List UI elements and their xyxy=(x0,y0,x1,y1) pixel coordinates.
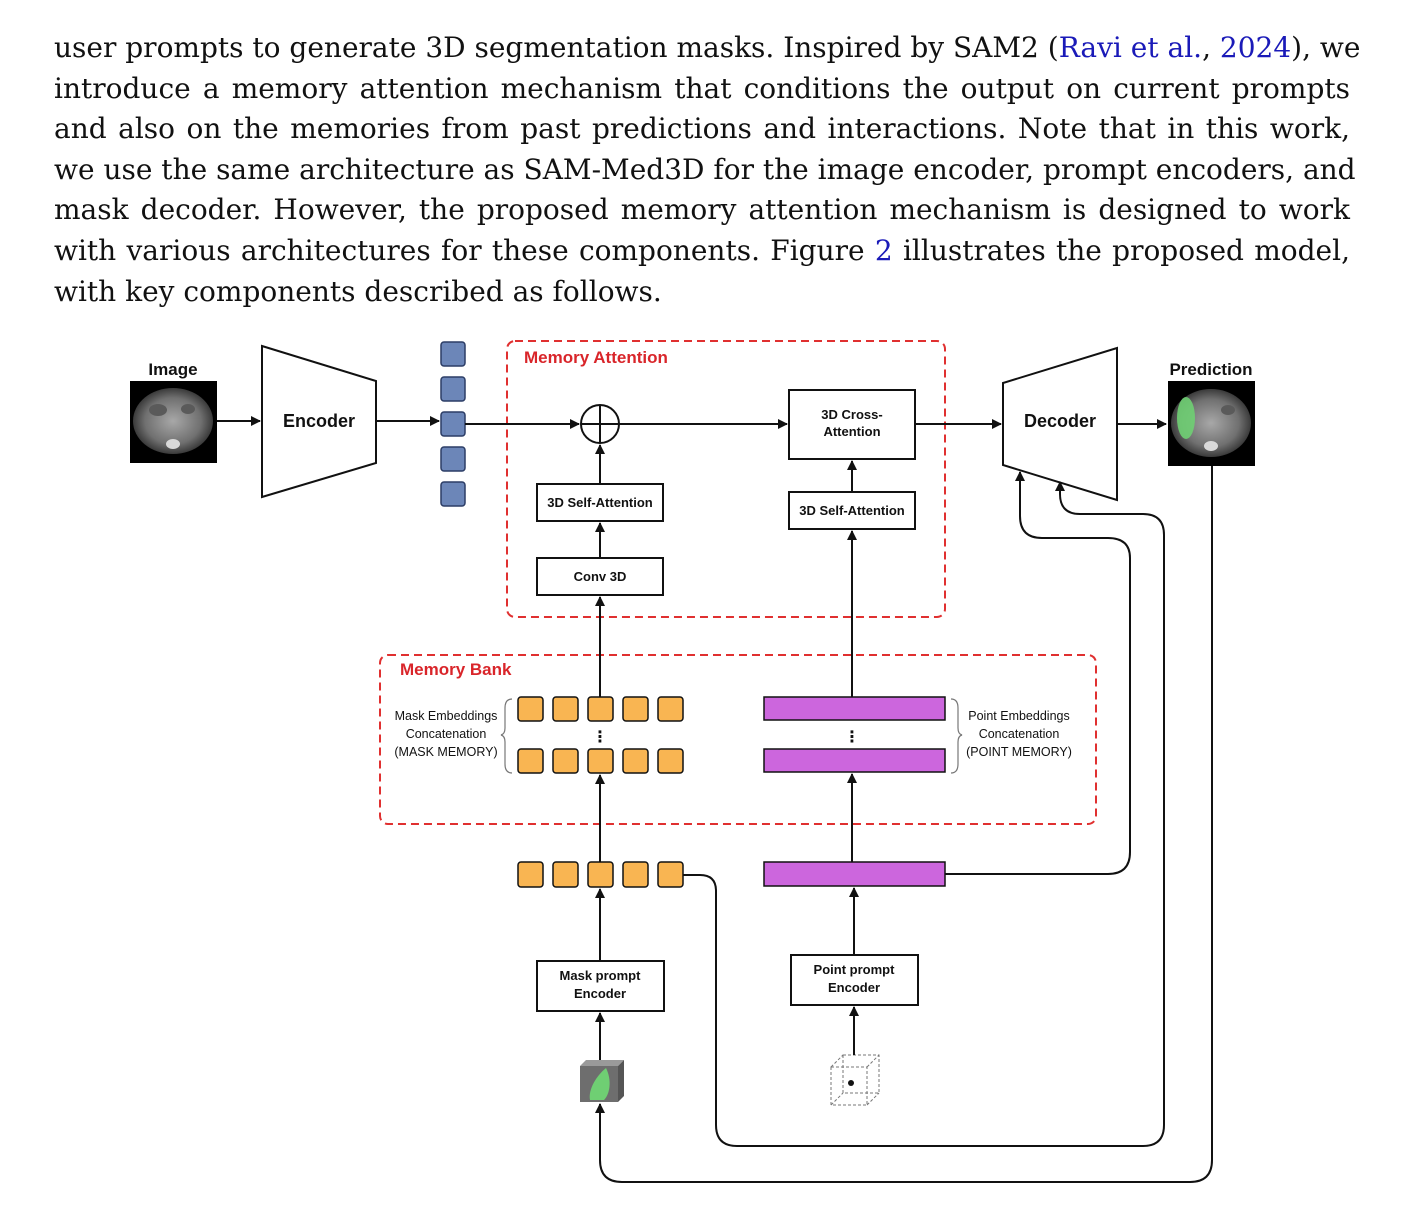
vdots-right: ⋮ xyxy=(844,729,860,746)
connectors xyxy=(217,416,1213,1183)
mask-token xyxy=(657,748,684,774)
mask-token xyxy=(657,696,684,722)
self-attention-left-block xyxy=(536,483,664,522)
conv3d-block xyxy=(536,557,664,596)
point-prompt-encoder-block xyxy=(790,954,919,1006)
image-token xyxy=(440,446,466,472)
mask-volume-icon xyxy=(580,1060,624,1102)
point-token xyxy=(763,696,946,721)
mask-token xyxy=(622,696,649,722)
self-attention-right-label: 3D Self-Attention xyxy=(799,503,905,518)
cross-attention-label-2: Attention xyxy=(823,424,880,439)
sum-node-icon xyxy=(580,404,620,444)
mask-token xyxy=(517,748,544,774)
citation-link-authors[interactable]: Ravi et al. xyxy=(1058,31,1203,64)
mask-token xyxy=(587,748,614,774)
paragraph-line-1: user prompts to generate 3D segmentation… xyxy=(54,31,1361,64)
mask-token xyxy=(552,696,579,722)
mask-token xyxy=(622,861,649,888)
image-token xyxy=(440,411,466,437)
ct-image xyxy=(130,381,217,463)
citation-link-year[interactable]: 2024 xyxy=(1219,31,1292,64)
image-token xyxy=(440,481,466,507)
mask-encoder-label-2: Encoder xyxy=(574,986,626,1001)
mask-token xyxy=(587,861,614,888)
paragraph-line-2: introduce a memory attention mechanism t… xyxy=(54,71,1350,105)
mask-token xyxy=(622,748,649,774)
decoder-label: Decoder xyxy=(1024,411,1096,431)
image-token xyxy=(440,376,466,402)
current-mask-tokens xyxy=(517,861,684,888)
figure-ref-link[interactable]: 2 xyxy=(874,233,893,267)
point-memory-label-2: Concatenation xyxy=(979,727,1060,741)
mask-memory-tokens xyxy=(517,696,684,774)
image-token xyxy=(440,341,466,367)
point-memory-label-1: Point Embeddings xyxy=(968,709,1069,723)
connector-prediction-to-maskvol xyxy=(595,466,1213,1183)
paragraph-line-3: and also on the memories from past predi… xyxy=(54,112,1350,146)
connector-mask-to-decoder xyxy=(683,481,1165,1147)
encoder-block xyxy=(261,344,377,499)
point-volume-icon xyxy=(830,1054,880,1106)
paragraph-line-5: mask decoder. However, the proposed memo… xyxy=(54,193,1350,227)
memory-attention-title: Memory Attention xyxy=(524,348,668,367)
prediction-image xyxy=(1168,381,1255,466)
body-paragraph: user prompts to generate 3D segmentation… xyxy=(54,28,1361,312)
memory-attention-region xyxy=(506,340,946,618)
current-point-token xyxy=(763,861,946,887)
mask-encoder-label-1: Mask prompt xyxy=(560,968,642,983)
image-label: Image xyxy=(148,360,197,379)
mask-memory-label-3: (MASK MEMORY) xyxy=(394,745,497,759)
point-memory-brace xyxy=(950,698,963,774)
connector-point-to-decoder xyxy=(945,471,1131,875)
mask-token xyxy=(587,696,614,722)
conv3d-label: Conv 3D xyxy=(574,569,627,584)
mask-token xyxy=(517,861,544,888)
mask-memory-label-2: Concatenation xyxy=(406,727,487,741)
mask-memory-label-1: Mask Embeddings xyxy=(395,709,498,723)
cross-attention-block xyxy=(788,389,916,460)
mask-token xyxy=(517,696,544,722)
decoder-block xyxy=(1002,346,1118,502)
mask-token xyxy=(552,861,579,888)
paragraph-line-4: we use the same architecture as SAM-Med3… xyxy=(54,152,1356,186)
mask-token xyxy=(552,748,579,774)
mask-token xyxy=(657,861,684,888)
point-memory-label-3: (POINT MEMORY) xyxy=(966,745,1072,759)
encoder-label: Encoder xyxy=(283,411,355,431)
vdots-left: ⋮ xyxy=(592,729,608,746)
self-attention-right-block xyxy=(788,491,916,530)
mask-memory-brace xyxy=(500,698,513,774)
point-token xyxy=(763,748,946,773)
prediction-label: Prediction xyxy=(1169,360,1252,379)
image-embedding-tokens xyxy=(440,341,466,507)
self-attention-left-label: 3D Self-Attention xyxy=(547,495,653,510)
cross-attention-label-1: 3D Cross- xyxy=(821,407,882,422)
point-memory-tokens xyxy=(763,696,946,773)
point-encoder-label-2: Encoder xyxy=(828,980,880,995)
paragraph-line-7: with key components described as follows… xyxy=(54,274,662,308)
paragraph-line-6: with various architectures for these com… xyxy=(54,233,1350,267)
memory-bank-region xyxy=(379,654,1097,825)
point-encoder-label-1: Point prompt xyxy=(814,962,896,977)
memory-bank-title: Memory Bank xyxy=(400,660,512,679)
